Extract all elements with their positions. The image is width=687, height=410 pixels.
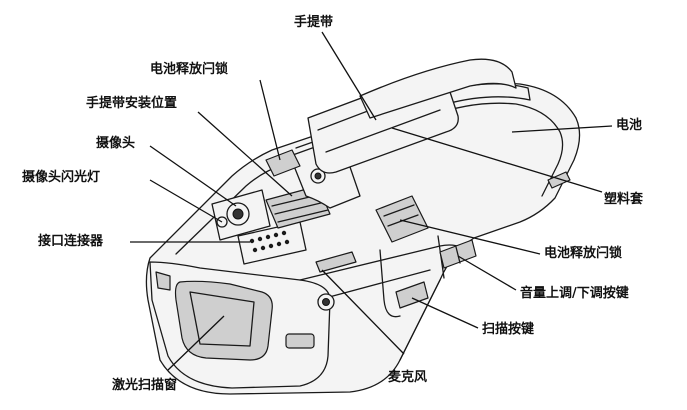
leader-plastic-sleeve bbox=[391, 127, 603, 193]
leader-lines bbox=[130, 31, 613, 371]
label-hand-strap: 手提带 bbox=[294, 15, 334, 30]
leader-scan-window bbox=[167, 315, 225, 371]
device-body bbox=[145, 58, 581, 395]
label-volume-buttons: 音量上调/下调按键 bbox=[520, 286, 629, 301]
label-camera-flash: 摄像头闪光灯 bbox=[22, 170, 101, 185]
leader-camera bbox=[149, 145, 237, 207]
label-interface-connector: 接口连接器 bbox=[38, 234, 104, 249]
label-camera: 摄像头 bbox=[96, 136, 136, 151]
leader-microphone bbox=[321, 269, 405, 355]
leader-hand-strap-mount bbox=[197, 111, 293, 197]
leader-volume-buttons bbox=[457, 255, 517, 291]
label-plastic-sleeve: 塑料套 bbox=[604, 192, 644, 207]
leader-camera-flash bbox=[149, 179, 223, 223]
label-battery-release-latch-top: 电池释放闩锁 bbox=[150, 62, 229, 77]
label-scan-window: 激光扫描窗 bbox=[112, 378, 178, 393]
label-scan-button: 扫描按键 bbox=[482, 322, 535, 337]
label-hand-strap-mount: 手提带安装位置 bbox=[86, 96, 178, 111]
leader-battery-latch-side bbox=[399, 219, 541, 255]
leader-scan-button bbox=[411, 297, 479, 329]
label-microphone: 麦克风 bbox=[388, 370, 428, 385]
leader-battery-latch-top bbox=[259, 79, 281, 161]
leader-hand-strap bbox=[321, 31, 377, 121]
leader-battery bbox=[511, 125, 613, 133]
label-battery: 电池 bbox=[616, 118, 643, 133]
label-battery-release-latch-side: 电池释放闩锁 bbox=[544, 246, 623, 261]
